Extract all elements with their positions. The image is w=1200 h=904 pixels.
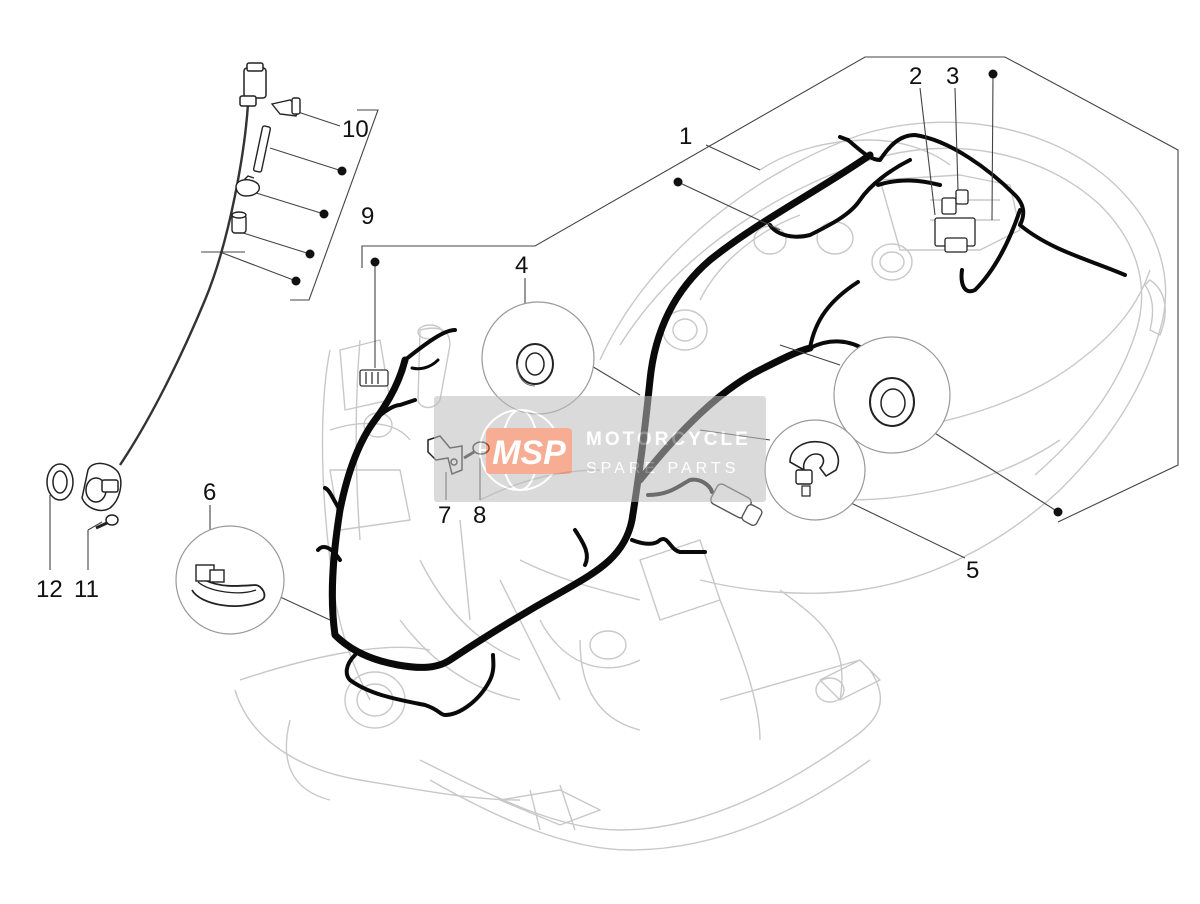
detail-circle-clip-5	[764, 419, 866, 521]
sleeve-item-9a	[252, 125, 272, 173]
clip-item-9b	[235, 175, 260, 197]
detail-circle-strap-6	[175, 525, 285, 635]
watermark-subtitle: SPARE PARTS	[586, 460, 739, 477]
callout-1: 1	[679, 123, 692, 150]
scooter-body-outline	[234, 121, 1167, 851]
o-ring-item-12	[46, 463, 74, 501]
bolt-item-11	[95, 514, 119, 530]
watermark-logo-text: MSP	[492, 434, 566, 472]
detail-circle-grommet-right	[833, 336, 951, 454]
callout-7: 7	[438, 502, 451, 529]
leader-dots	[291, 69, 1063, 517]
callout-6: 6	[203, 479, 216, 506]
watermark-title: MOTORCYCLE	[586, 429, 751, 450]
callout-2: 2	[909, 63, 922, 90]
watermark: MSP MOTORCYCLE SPARE PARTS	[434, 396, 766, 502]
callout-10: 10	[342, 116, 369, 143]
callout-4: 4	[515, 252, 528, 279]
callout-8: 8	[473, 502, 486, 529]
detail-circle-grommet-4	[481, 301, 595, 415]
callout-12: 12	[36, 576, 63, 603]
front-connector	[359, 369, 389, 387]
cable-tie-item-10	[270, 97, 301, 117]
sensor-body	[81, 462, 122, 512]
sensor-cable	[119, 103, 250, 466]
clip-item-9c	[231, 211, 247, 234]
callout-labels: 1 2 3 4 5 6 7 8 9 10 11 12	[36, 63, 979, 603]
callout-11: 11	[74, 576, 99, 603]
callout-3: 3	[946, 63, 959, 90]
callout-5: 5	[966, 557, 979, 584]
callout-9: 9	[361, 203, 374, 230]
sensor-plug-connector	[239, 62, 267, 107]
fuse-connectors	[934, 189, 976, 253]
